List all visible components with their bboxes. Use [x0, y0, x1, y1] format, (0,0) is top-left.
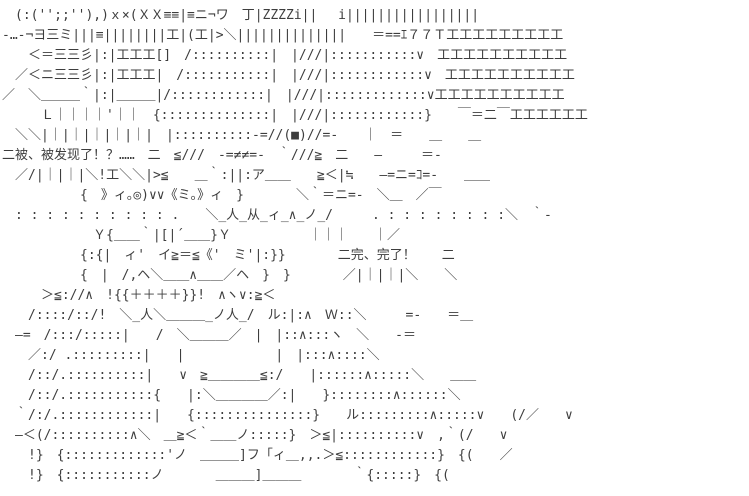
ascii-art: (:('';;''),)ｘ×(ＸＸ≡≡|≡ニ¬ワ 丁|ZZZZi|| i||||…: [2, 8, 588, 483]
